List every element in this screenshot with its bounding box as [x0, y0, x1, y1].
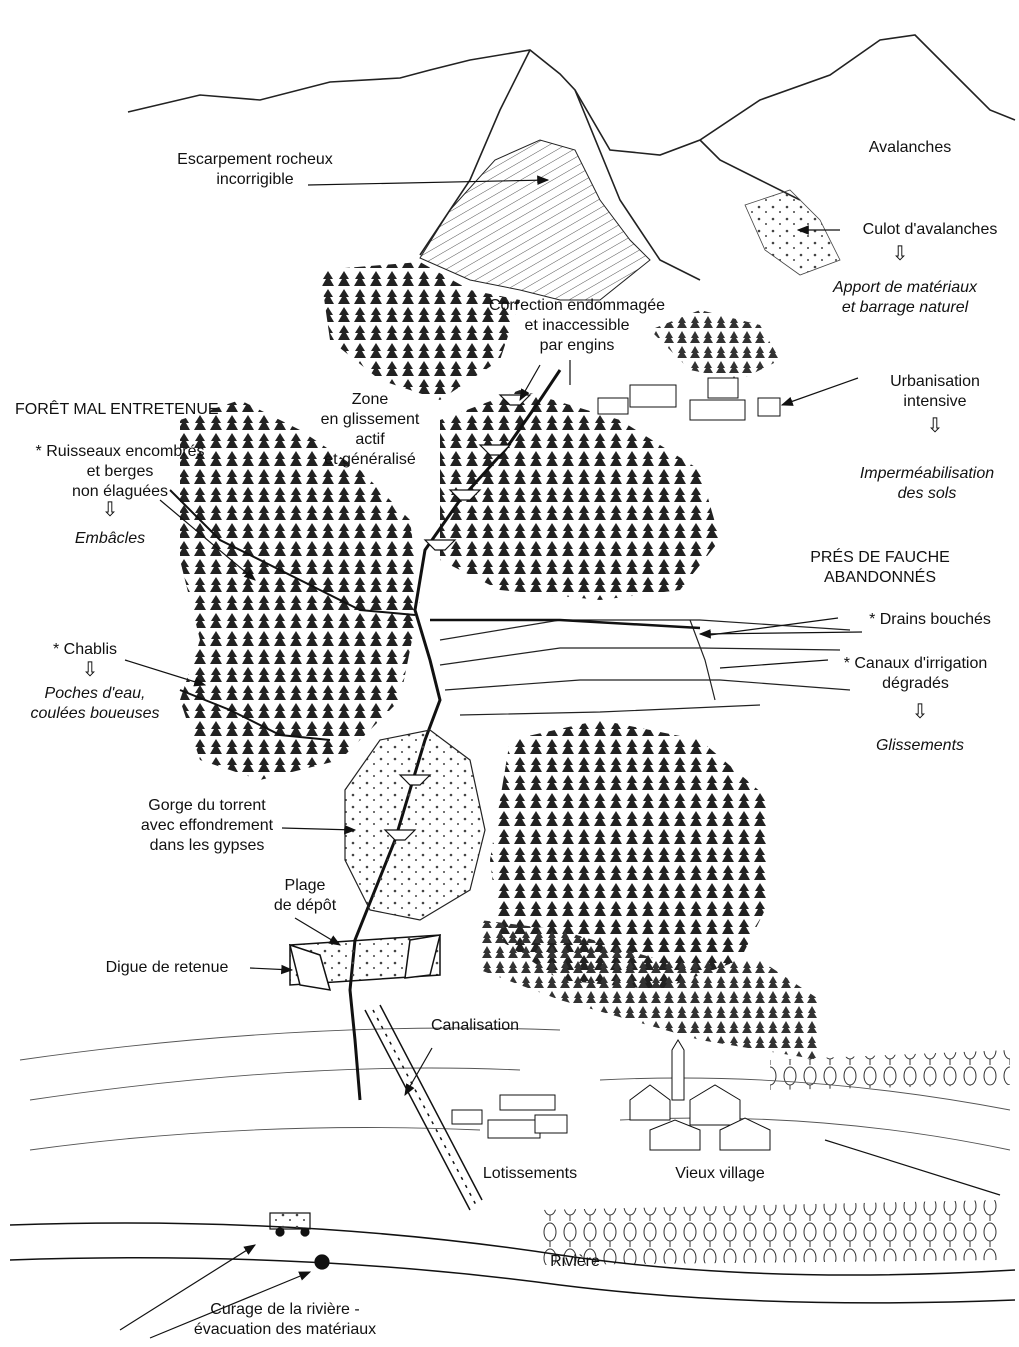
abandoned-meadows — [440, 620, 850, 715]
culot-arrow-icon: ⇩ — [885, 244, 915, 264]
label-village: Vieux village — [650, 1164, 790, 1184]
label-impermeabilisation: Imperméabilisation des sols — [835, 464, 1019, 504]
river-bank — [10, 1258, 1015, 1303]
label-canaux: * Canaux d'irrigation dégradés — [818, 654, 1013, 694]
label-lotissements: Lotissements — [465, 1164, 595, 1184]
housing-estate — [452, 1095, 567, 1138]
label-pres: PRÉS DE FAUCHE ABANDONNÉS — [790, 548, 970, 588]
label-embacles: Embâcles — [50, 529, 170, 549]
center-forest — [440, 390, 720, 600]
label-urbanisation: Urbanisation intensive — [860, 372, 1010, 412]
label-zone: Zone en glissement actif et généralisé — [300, 390, 440, 470]
retention-dam — [290, 935, 440, 990]
label-poches: Poches d'eau, coulées boueuses — [15, 684, 175, 724]
label-ruisseaux: * Ruisseaux encombrés et berges non élag… — [10, 442, 230, 502]
label-foret: FORÊT MAL ENTRETENUE — [15, 400, 275, 420]
label-canalisation: Canalisation — [410, 1016, 540, 1036]
rock-escarpment — [420, 140, 650, 300]
urban-buildings — [598, 378, 780, 420]
avalanche-cone — [745, 190, 840, 275]
label-culot: Culot d'avalanches — [845, 220, 1015, 240]
label-digue: Digue de retenue — [82, 958, 252, 978]
label-drains: * Drains bouchés — [850, 610, 1010, 630]
label-curage: Curage de la rivière - évacuation des ma… — [165, 1300, 405, 1340]
urbanisation-arrow-icon: ⇩ — [920, 416, 950, 436]
label-plage: Plage de dépôt — [250, 876, 360, 916]
label-riviere: Rivière — [530, 1252, 620, 1272]
label-glissements: Glissements — [855, 736, 985, 756]
label-avalanches: Avalanches — [840, 138, 980, 158]
canaux-arrow-icon: ⇩ — [905, 702, 935, 722]
label-apport: Apport de matériaux et barrage naturel — [800, 278, 1010, 318]
chablis-arrow-icon: ⇩ — [75, 660, 105, 680]
gypsum-gorge — [345, 730, 485, 920]
label-correction: Correction endommagée et inaccessible pa… — [462, 296, 692, 356]
label-escarpement: Escarpement rocheux incorrigible — [140, 150, 370, 190]
meadow-channel — [430, 620, 700, 628]
old-village — [630, 1040, 770, 1150]
label-chablis: * Chablis — [35, 640, 135, 660]
label-gorge: Gorge du torrent avec effondrement dans … — [112, 796, 302, 856]
ruisseaux-arrow-icon: ⇩ — [95, 500, 125, 520]
